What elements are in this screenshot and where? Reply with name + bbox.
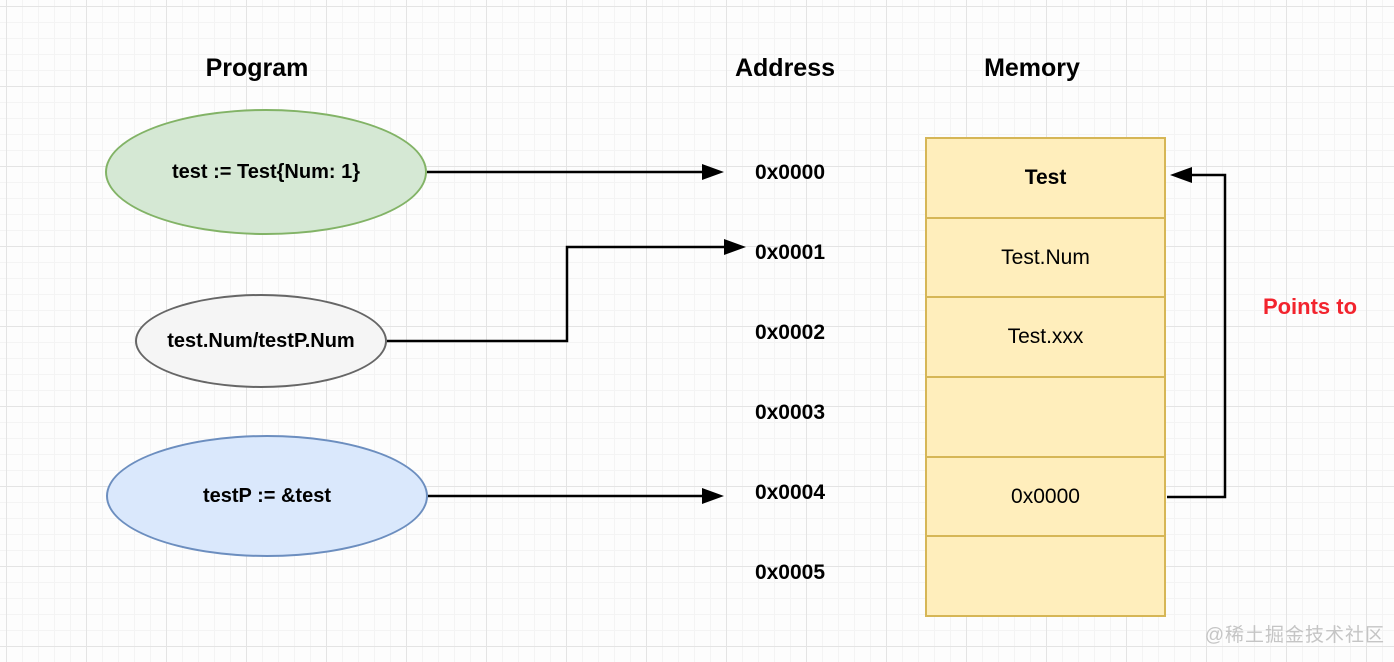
address-column-header: Address — [734, 54, 836, 82]
program-node-pointer-assign: testP := &test — [106, 435, 428, 557]
memory-row-test-num: Test.Num — [927, 219, 1164, 299]
address-label-0x0005: 0x0005 — [754, 561, 826, 584]
memory-row-empty-1 — [927, 378, 1164, 458]
memory-row-pointer-value: 0x0000 — [927, 458, 1164, 538]
arrow-test-to-0x0000 — [427, 164, 724, 180]
address-label-0x0002: 0x0002 — [754, 321, 826, 344]
program-node-test-struct-label: test := Test{Num: 1} — [171, 160, 360, 183]
memory-table: Test Test.Num Test.xxx 0x0000 — [925, 137, 1166, 617]
arrow-points-to-loop — [1167, 167, 1227, 499]
memory-column-header: Memory — [984, 54, 1080, 82]
watermark-text: @稀土掘金技术社区 — [1204, 625, 1385, 646]
arrow-pointer-to-0x0004 — [428, 488, 724, 504]
memory-row-empty-2 — [927, 537, 1164, 615]
program-node-pointer-assign-label: testP := &test — [202, 484, 331, 507]
program-node-field-access-label: test.Num/testP.Num — [167, 329, 355, 352]
address-label-0x0003: 0x0003 — [754, 401, 826, 424]
points-to-annotation: Points to — [1262, 294, 1358, 319]
program-node-field-access: test.Num/testP.Num — [135, 294, 387, 388]
memory-row-test: Test — [927, 139, 1164, 219]
address-label-0x0000: 0x0000 — [754, 161, 826, 184]
program-node-test-struct: test := Test{Num: 1} — [105, 109, 427, 235]
memory-row-test-xxx: Test.xxx — [927, 298, 1164, 379]
address-label-0x0001: 0x0001 — [754, 241, 826, 264]
program-column-header: Program — [205, 54, 309, 82]
address-label-0x0004: 0x0004 — [754, 481, 826, 504]
arrow-field-to-0x0001 — [387, 239, 746, 343]
